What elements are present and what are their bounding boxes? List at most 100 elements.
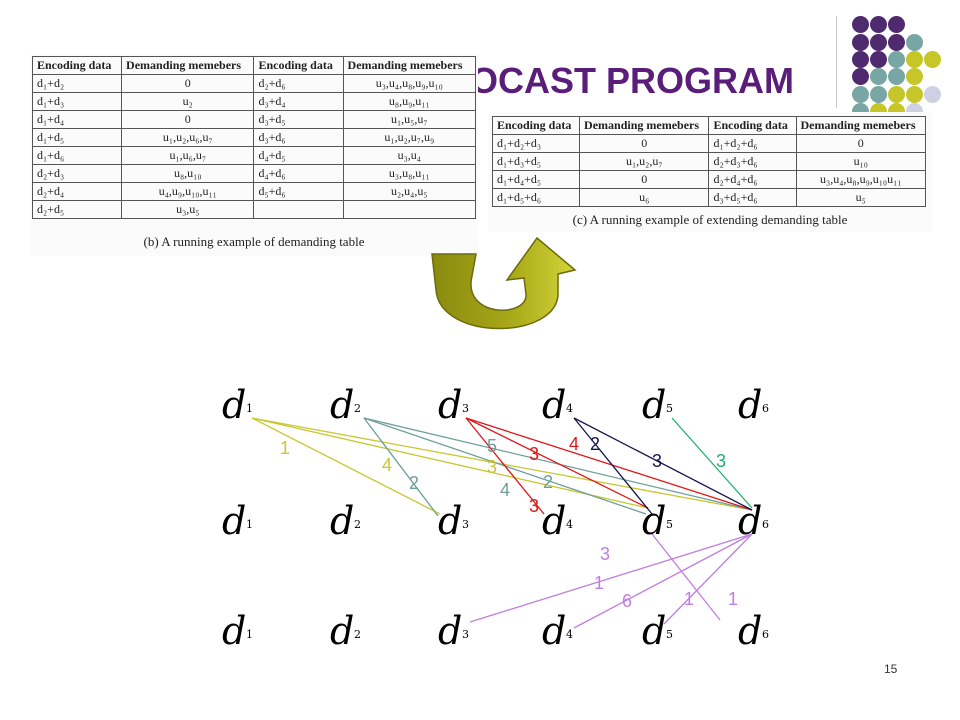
edge-weight-label: 1 bbox=[594, 573, 604, 593]
decor-dot bbox=[870, 34, 887, 51]
decor-dot bbox=[888, 34, 905, 51]
table-cell: u₅ bbox=[795, 188, 927, 207]
edge-line bbox=[469, 533, 753, 623]
table-cell: u₆ bbox=[579, 188, 710, 207]
table-cell: d₃+d₆ bbox=[253, 128, 344, 147]
edge-weight-label: 1 bbox=[280, 438, 290, 458]
node-subscript: 2 bbox=[354, 402, 361, 415]
decor-dot bbox=[852, 68, 869, 85]
node-letter: d bbox=[438, 499, 462, 543]
decor-dot bbox=[888, 51, 905, 68]
edge-weight-label: 2 bbox=[590, 434, 600, 454]
table-cell: u₃,u₄,u₈,u₉,u₁₀u₁₁ bbox=[795, 170, 927, 189]
table-cell: u₁,u₆,u₇ bbox=[121, 146, 255, 165]
demanding-table: Encoding data Demanding memebers Encodin… bbox=[31, 56, 477, 219]
node-subscript: 5 bbox=[666, 402, 673, 415]
edge-weight-label: 4 bbox=[569, 434, 579, 454]
edge-line bbox=[465, 417, 649, 509]
u-turn-arrow-icon bbox=[431, 236, 577, 330]
decor-dot bbox=[870, 16, 887, 33]
node-letter: d bbox=[542, 609, 566, 653]
edge-line bbox=[251, 417, 441, 515]
decor-dot bbox=[906, 51, 923, 68]
table-cell: d₁+d₂ bbox=[31, 74, 123, 93]
column-header: Demanding memebers bbox=[579, 116, 710, 135]
node-letter: d bbox=[642, 383, 666, 427]
edge-weight-label: 3 bbox=[600, 544, 610, 564]
edge-line bbox=[573, 417, 753, 511]
column-header: Encoding data bbox=[31, 56, 123, 75]
edge-weight-label: 4 bbox=[382, 455, 392, 475]
extending-table-figure: Encoding data Demanding memebers Encodin… bbox=[488, 112, 932, 232]
table-cell: d₄+d₆ bbox=[253, 164, 344, 183]
table-header-row: Encoding data Demanding memebers Encodin… bbox=[491, 116, 927, 135]
table-cell: d₃+d₅+d₆ bbox=[708, 188, 797, 207]
table-cell: d₁+d₃+d₅ bbox=[491, 152, 581, 171]
node-letter: d bbox=[542, 499, 566, 543]
edge-weight-label: 3 bbox=[716, 451, 726, 471]
edge-weight-label: 4 bbox=[500, 480, 510, 500]
table-cell: d₃+d₅ bbox=[253, 110, 344, 129]
decor-dot bbox=[852, 34, 869, 51]
table-cell: u₃,u₄,u₈,u₉,u₁₀ bbox=[342, 74, 477, 93]
edge-weight-label: 2 bbox=[543, 472, 553, 492]
title-divider-line bbox=[836, 16, 837, 108]
node-letter: d bbox=[642, 609, 666, 653]
edge-weight-label: 2 bbox=[409, 473, 419, 493]
node-letter: d bbox=[330, 383, 354, 427]
decor-dot bbox=[870, 51, 887, 68]
node-letter: d bbox=[438, 383, 462, 427]
table-cell: u₁₀ bbox=[795, 152, 927, 171]
table-header-row: Encoding data Demanding memebers Encodin… bbox=[31, 56, 477, 75]
edge-line bbox=[465, 417, 545, 515]
node-letter: d bbox=[642, 499, 666, 543]
page-number: 15 bbox=[884, 662, 898, 676]
edge-layer bbox=[251, 417, 753, 629]
table-caption: (c) A running example of extending deman… bbox=[572, 212, 848, 227]
table-caption: (b) A running example of demanding table bbox=[143, 234, 365, 249]
node-subscript: 4 bbox=[566, 518, 573, 531]
node-letter: d bbox=[330, 609, 354, 653]
table-cell: d₂+d₃+d₆ bbox=[708, 152, 797, 171]
decor-dot bbox=[888, 16, 905, 33]
node-subscript: 3 bbox=[462, 518, 469, 531]
decor-dot bbox=[888, 68, 905, 85]
table-cell: d₂+d₃ bbox=[31, 164, 123, 183]
node-subscript: 1 bbox=[246, 628, 253, 641]
slide-title: OCAST PROGRAM bbox=[470, 60, 794, 101]
node-letter: d bbox=[222, 499, 246, 543]
decor-dot bbox=[906, 86, 923, 103]
node-letter: d bbox=[330, 499, 354, 543]
edge-weight-label: 6 bbox=[622, 591, 632, 611]
decor-dot bbox=[870, 86, 887, 103]
edge-weight-label: 5 bbox=[487, 436, 497, 456]
edge-weight-label: 3 bbox=[487, 457, 497, 477]
edge-line bbox=[363, 417, 439, 517]
table-cell: u₁,u₂,u₇ bbox=[579, 152, 710, 171]
column-header: Encoding data bbox=[253, 56, 344, 75]
decor-dot bbox=[906, 34, 923, 51]
decor-dot bbox=[852, 16, 869, 33]
node-letter: d bbox=[738, 609, 762, 653]
edge-line bbox=[465, 417, 753, 511]
table-cell bbox=[342, 200, 477, 219]
edge-line bbox=[573, 533, 753, 629]
node-subscript: 6 bbox=[762, 402, 769, 415]
table-cell: d₂+d₅ bbox=[31, 200, 123, 219]
